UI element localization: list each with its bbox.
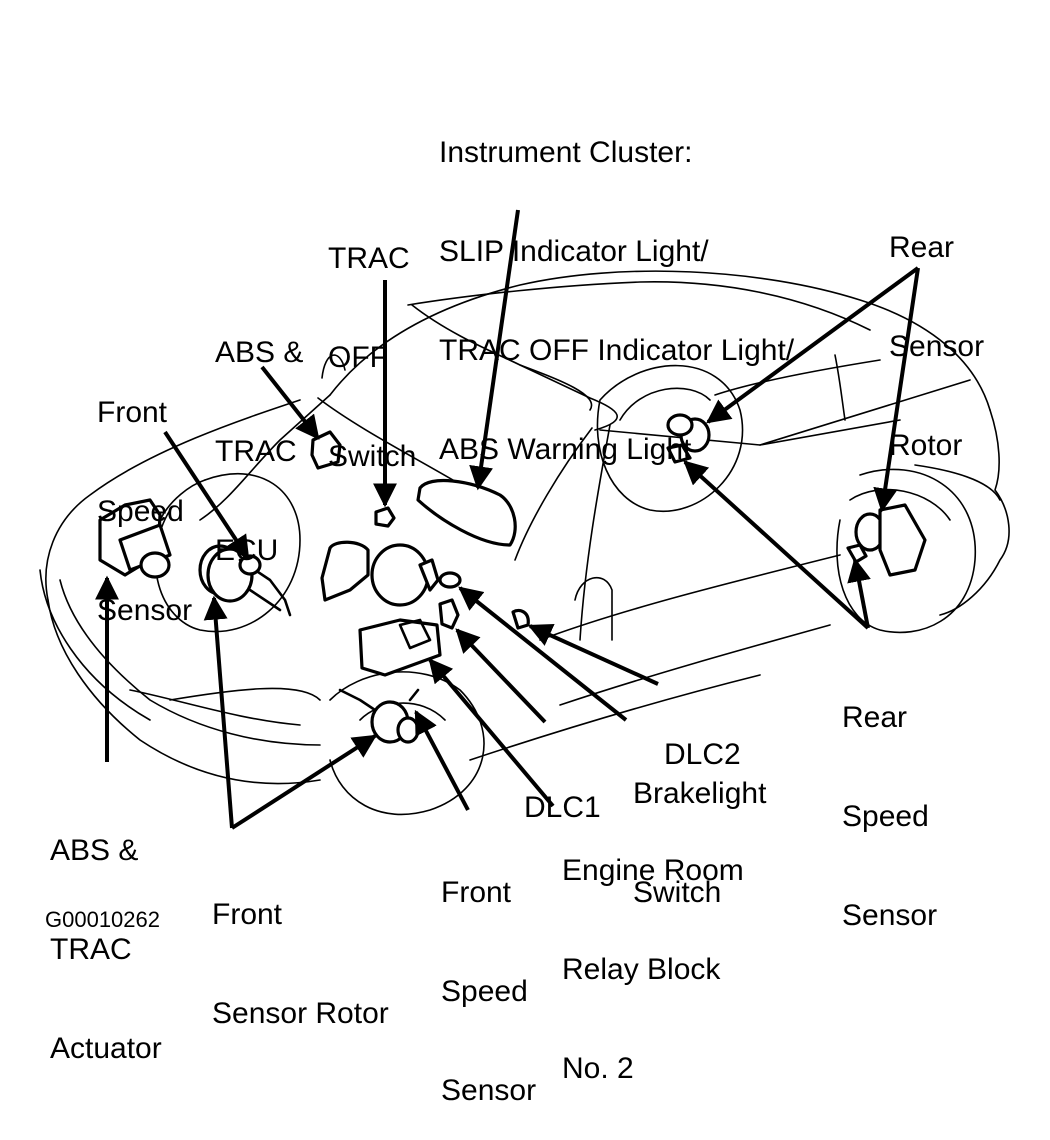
label-line: ECU bbox=[215, 534, 279, 567]
label-front-speed-sensor-bottom: Front Speed Sensor bbox=[441, 810, 536, 1140]
abs-trac-ecu-part bbox=[310, 430, 342, 470]
rear-rotor-lower-part bbox=[846, 503, 927, 577]
brakelight-switch-part bbox=[438, 571, 462, 589]
label-line: Switch bbox=[633, 876, 722, 909]
label-line: No. 2 bbox=[562, 1052, 634, 1085]
leader-rear-speed-sensor-2 bbox=[847, 557, 871, 629]
leader-dlc2 bbox=[527, 623, 659, 686]
dlc1-part bbox=[438, 598, 460, 630]
dlc2-part bbox=[511, 608, 530, 630]
label-line: Engine Room bbox=[562, 854, 744, 887]
label-line: TRAC bbox=[328, 242, 410, 275]
leader-relay-block bbox=[428, 658, 555, 808]
label-trac-off-switch: TRAC OFF Switch bbox=[328, 176, 416, 506]
abs-trac-actuator-part bbox=[98, 498, 172, 579]
label-line: Rotor bbox=[889, 429, 963, 462]
rear-rotor-upper-part bbox=[666, 413, 711, 464]
leader-front-speed-sensor-bottom bbox=[414, 709, 470, 811]
label-line: Speed bbox=[842, 800, 929, 833]
label-line: OFF bbox=[328, 341, 388, 374]
label-line: Sensor bbox=[842, 899, 938, 932]
label-line: Front bbox=[212, 898, 283, 931]
instrument-cluster-part bbox=[416, 478, 517, 547]
vehicle-abs-trac-diagram bbox=[39, 209, 1010, 830]
label-line: SLIP Indicator Light/ bbox=[439, 235, 709, 268]
label-line: Switch bbox=[328, 440, 417, 473]
label-line: Instrument Cluster: bbox=[439, 136, 693, 169]
label-line: Sensor Rotor bbox=[212, 997, 389, 1030]
trac-off-switch-part bbox=[374, 506, 396, 528]
leader-rear-speed-sensor-1 bbox=[683, 460, 870, 630]
leader-dlc1 bbox=[455, 628, 547, 724]
label-line: Actuator bbox=[50, 1032, 162, 1065]
leader-instrument-cluster bbox=[469, 209, 520, 491]
label-engine-room-relay-block: Engine Room Relay Block No. 2 bbox=[562, 788, 744, 1118]
label-line: TRAC OFF Indicator Light/ bbox=[439, 334, 795, 367]
brake-booster-part bbox=[320, 540, 440, 607]
leader-front-speed-sensor-left bbox=[163, 430, 250, 561]
label-line: ABS & bbox=[50, 834, 139, 867]
label-line: Relay Block bbox=[562, 953, 721, 986]
label-line: Sensor bbox=[97, 594, 193, 627]
label-line: Speed bbox=[97, 495, 184, 528]
label-dlc2: DLC2 bbox=[664, 672, 741, 804]
label-abs-trac-ecu: ABS & TRAC ECU bbox=[215, 270, 303, 600]
label-rear-speed-sensor: Rear Speed Sensor bbox=[842, 635, 937, 965]
label-line: Brakelight bbox=[633, 777, 767, 810]
label-instrument-cluster: Instrument Cluster: SLIP Indicator Light… bbox=[439, 70, 794, 499]
label-line: DLC1 bbox=[524, 791, 601, 824]
label-line: Sensor bbox=[441, 1074, 537, 1107]
leader-rear-sensor-rotor-2 bbox=[873, 267, 920, 513]
label-line: Speed bbox=[441, 975, 528, 1008]
front-rotor-bottom-part bbox=[338, 688, 420, 744]
label-line: TRAC bbox=[50, 933, 132, 966]
label-dlc1: DLC1 bbox=[524, 725, 601, 857]
leader-lines bbox=[95, 209, 920, 830]
label-line: Rear bbox=[889, 231, 955, 264]
leader-rear-sensor-rotor-1 bbox=[706, 266, 920, 424]
label-line: ABS Warning Light bbox=[439, 433, 692, 466]
label-line: ABS & bbox=[215, 336, 304, 369]
label-line: DLC2 bbox=[664, 738, 741, 771]
label-brakelight-switch: Brakelight Switch bbox=[633, 711, 766, 942]
figure-id: G00010262 bbox=[45, 907, 160, 932]
leader-brakelight-switch bbox=[458, 586, 628, 722]
leader-front-sensor-rotor-2 bbox=[203, 595, 234, 829]
label-line: Rear bbox=[842, 701, 908, 734]
leader-abs-trac-ecu bbox=[260, 365, 320, 440]
label-abs-trac-actuator: ABS & TRAC Actuator bbox=[50, 768, 162, 1098]
label-line: TRAC bbox=[215, 435, 297, 468]
label-line: Front bbox=[441, 876, 512, 909]
leader-front-sensor-rotor-1 bbox=[230, 734, 378, 830]
label-line: Front bbox=[97, 396, 168, 429]
relay-block-part bbox=[358, 618, 442, 677]
car-body-outline bbox=[39, 270, 1010, 816]
label-front-sensor-rotor: Front Sensor Rotor bbox=[212, 832, 389, 1063]
label-rear-sensor-rotor: Rear Sensor Rotor bbox=[889, 165, 984, 495]
label-front-speed-sensor-left: Front Speed Sensor bbox=[97, 330, 192, 660]
label-line: Sensor bbox=[889, 330, 985, 363]
